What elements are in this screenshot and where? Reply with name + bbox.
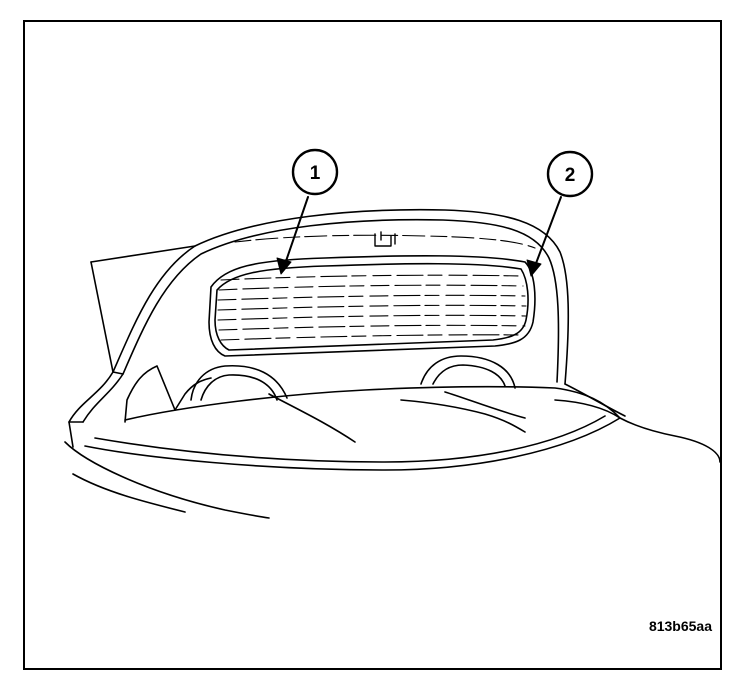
figure-id-label: 813b65aa xyxy=(648,618,712,634)
right-headrest xyxy=(420,355,516,389)
rear-deck-fold xyxy=(174,377,212,411)
window-frame xyxy=(208,255,536,357)
rear-deck-seam-3 xyxy=(444,391,526,419)
window-top-trim xyxy=(234,234,536,249)
top-shell-side-seam xyxy=(90,245,196,263)
callout-1-label: 1 xyxy=(310,163,321,184)
callout-2-label: 2 xyxy=(565,165,576,186)
callout-2-leader xyxy=(526,196,562,277)
top-shell-inner-edge xyxy=(82,218,560,423)
rear-window-illustration: 1 2 xyxy=(64,148,720,519)
window-stripes xyxy=(217,274,527,341)
illustration-frame: 1 2 813b65aa xyxy=(23,20,722,670)
callout-2-circle xyxy=(546,150,594,198)
window-latch xyxy=(374,231,396,247)
window-frame-inner xyxy=(214,262,529,351)
quarter-panel-upper xyxy=(64,441,270,519)
right-headrest-inner xyxy=(432,364,506,387)
left-headrest xyxy=(190,364,288,401)
rear-body-right xyxy=(619,417,720,463)
left-headrest-inner xyxy=(200,374,278,401)
rear-deck-edge xyxy=(84,399,621,471)
rear-deck-top xyxy=(124,385,621,421)
left-side-panel xyxy=(124,365,176,423)
rear-body-right-line xyxy=(564,383,626,417)
rear-deck-seam-1 xyxy=(268,393,356,443)
rear-deck-seam-2 xyxy=(400,399,526,433)
top-shell-left-edge xyxy=(90,261,114,373)
callout-1-leader xyxy=(276,196,309,275)
rear-deck-inner-edge xyxy=(94,415,606,463)
top-shell-outline xyxy=(68,208,570,423)
quarter-panel-lower xyxy=(72,473,186,513)
callout-1-circle xyxy=(291,148,339,196)
top-shell-left-fold xyxy=(68,371,124,448)
